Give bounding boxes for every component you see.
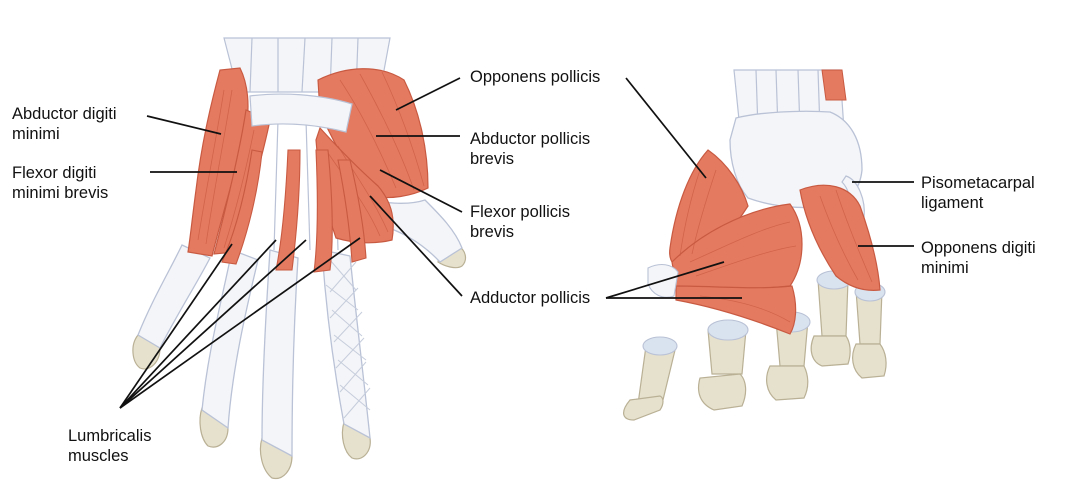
deep-forearm-muscle-strip (821, 69, 847, 101)
leader-opponens-pollicis-right (625, 77, 707, 179)
label-line: muscles (68, 447, 129, 465)
thenar-fiber-lines (325, 71, 425, 237)
label-line: ligament (921, 194, 984, 212)
leader-flexor-pollicis-brevis (379, 169, 463, 213)
left-hand-superficial-view (132, 37, 467, 480)
lumbrical-muscles (221, 149, 367, 273)
right-hand-deep-view (623, 69, 887, 421)
label-opponens-digiti-minimi: Opponens digiti minimi (921, 238, 1036, 278)
label-line: Flexor digiti (12, 164, 97, 182)
label-line: Abductor digiti (12, 105, 117, 123)
label-line: Abductor pollicis (470, 130, 591, 148)
label-line: Opponens digiti (921, 239, 1036, 257)
leader-lumbricalis-2 (119, 239, 277, 409)
label-flexor-digiti-minimi-brevis: Flexor digiti minimi brevis (12, 163, 108, 203)
label-adductor-pollicis: Adductor pollicis (470, 288, 590, 308)
flexor-retinaculum (249, 93, 353, 133)
fibrous-sheath (325, 259, 371, 419)
label-line: Flexor pollicis (470, 203, 570, 221)
leader-lumbricalis-1 (119, 243, 233, 409)
label-line: minimi (921, 259, 969, 277)
leader-adductor-pollicis-right-upper (605, 261, 725, 299)
leader-adductor-pollicis-left (369, 195, 463, 297)
leader-lines (119, 77, 914, 409)
label-line: Opponens pollicis (470, 68, 601, 86)
hypothenar-fiber-lines (197, 89, 255, 249)
label-line: minimi brevis (12, 184, 109, 202)
label-lumbricalis-muscles: Lumbricalis muscles (68, 426, 151, 466)
leader-lumbricalis-3 (119, 239, 307, 409)
leader-abductor-digiti-minimi (146, 115, 222, 135)
deep-fiber-lines (679, 169, 873, 323)
label-line: Lumbricalis (68, 427, 152, 445)
opponens-digiti-minimi-muscle (799, 184, 881, 291)
label-line: Pisometacarpal (921, 174, 1035, 192)
label-line: Adductor pollicis (470, 289, 591, 307)
deep-hand-bones (623, 279, 887, 421)
leader-lumbricalis-4 (119, 237, 361, 409)
label-line: brevis (470, 150, 515, 168)
label-line: brevis (470, 223, 515, 241)
label-flexor-pollicis-brevis: Flexor pollicis brevis (470, 202, 570, 242)
leader-opponens-pollicis-left (395, 77, 461, 111)
label-abductor-pollicis-brevis: Abductor pollicis brevis (470, 129, 590, 169)
label-abductor-digiti-minimi: Abductor digiti minimi (12, 104, 117, 144)
label-opponens-pollicis: Opponens pollicis (470, 67, 600, 87)
label-line: minimi (12, 125, 60, 143)
label-pisometacarpal-ligament: Pisometacarpal ligament (921, 173, 1035, 213)
